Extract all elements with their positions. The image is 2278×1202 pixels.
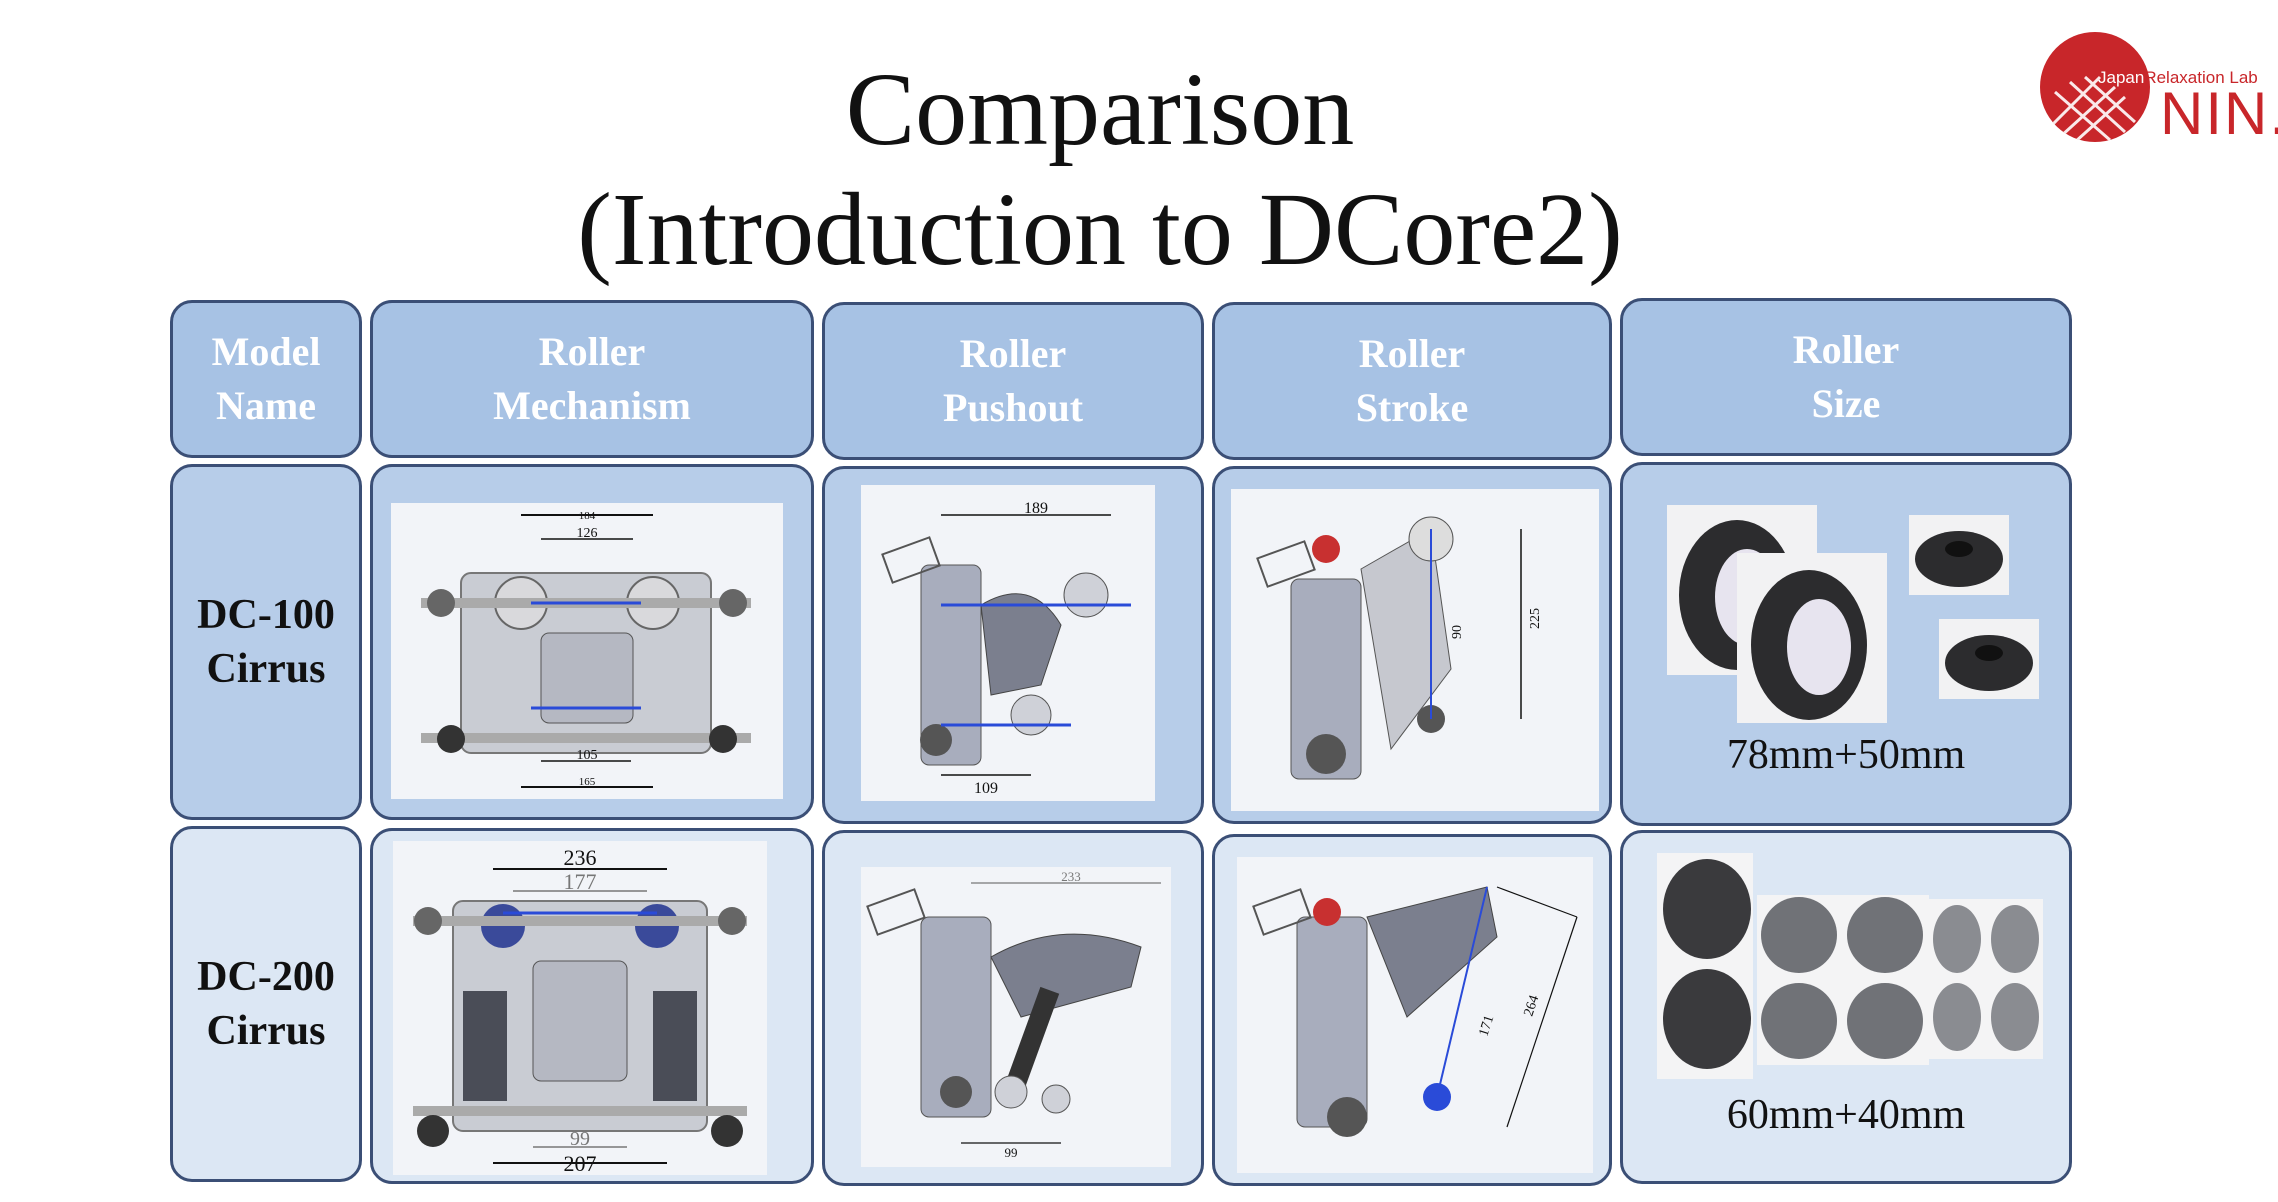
pushout-cell-dc100: 189 109 — [822, 466, 1204, 824]
svg-text:189: 189 — [1024, 500, 1048, 517]
svg-text:233: 233 — [1061, 869, 1081, 884]
pushout-drawing-dc100: 189 109 — [861, 485, 1155, 801]
mechanism-cell-dc200: 236 177 99 207 — [370, 828, 814, 1184]
mechanism-drawing-dc100: 184 126 105 165 — [391, 503, 783, 799]
stroke-cell-dc200: 171 264 — [1212, 834, 1612, 1186]
svg-text:90: 90 — [1450, 625, 1465, 639]
svg-text:171: 171 — [1477, 1014, 1498, 1039]
mechanism-cell-dc100: 184 126 105 165 — [370, 464, 814, 820]
pushout-drawing-dc200: 233 99 — [861, 867, 1171, 1167]
svg-text:236: 236 — [564, 845, 597, 870]
pushout-cell-dc200: 233 99 — [822, 830, 1204, 1186]
roller-small-icon — [1909, 515, 2009, 595]
roller-small-icon — [1939, 619, 2039, 699]
logo-small-text: JapanRelaxation Lab — [2098, 68, 2258, 87]
mechanism-drawing-dc200: 236 177 99 207 — [393, 841, 767, 1175]
svg-text:99: 99 — [1005, 1145, 1018, 1160]
svg-text:225: 225 — [1528, 608, 1543, 629]
dim-label: 165 — [579, 776, 596, 788]
roller-size-value: 60mm+40mm — [1726, 1092, 1966, 1138]
stroke-drawing-dc100: 90 225 — [1231, 489, 1599, 811]
title-line-2: (Introduction to DCore2) — [577, 172, 1623, 287]
svg-text:109: 109 — [974, 780, 998, 797]
size-cell-dc100: 78mm+50mm — [1620, 462, 2072, 826]
slide-title: Comparison (Introduction to DCore2) — [0, 50, 2200, 290]
stroke-cell-dc100: 90 225 — [1212, 466, 1612, 824]
logo-big-text: NIN. — [2160, 80, 2278, 147]
svg-text:264: 264 — [1522, 994, 1543, 1019]
roller-large-icon — [1657, 853, 1753, 1079]
dim-label: 105 — [577, 748, 598, 763]
roller-small-icon — [1929, 899, 2043, 1059]
dim-label: 126 — [577, 526, 598, 541]
title-line-1: Comparison — [845, 52, 1355, 167]
svg-text:207: 207 — [564, 1151, 597, 1175]
roller-small-icon — [1757, 895, 1929, 1065]
roller-size-value: 78mm+50mm — [1726, 732, 1966, 778]
logo-sun-icon — [2040, 32, 2150, 142]
svg-text:99: 99 — [570, 1128, 590, 1150]
stroke-drawing-dc200: 171 264 — [1237, 857, 1593, 1173]
roller-large-icon — [1737, 553, 1887, 723]
dim-label: 184 — [579, 510, 596, 522]
svg-text:177: 177 — [564, 869, 597, 894]
size-cell-dc200: 60mm+40mm — [1620, 830, 2072, 1184]
company-logo: JapanRelaxation Lab NIN. — [2040, 26, 2278, 156]
